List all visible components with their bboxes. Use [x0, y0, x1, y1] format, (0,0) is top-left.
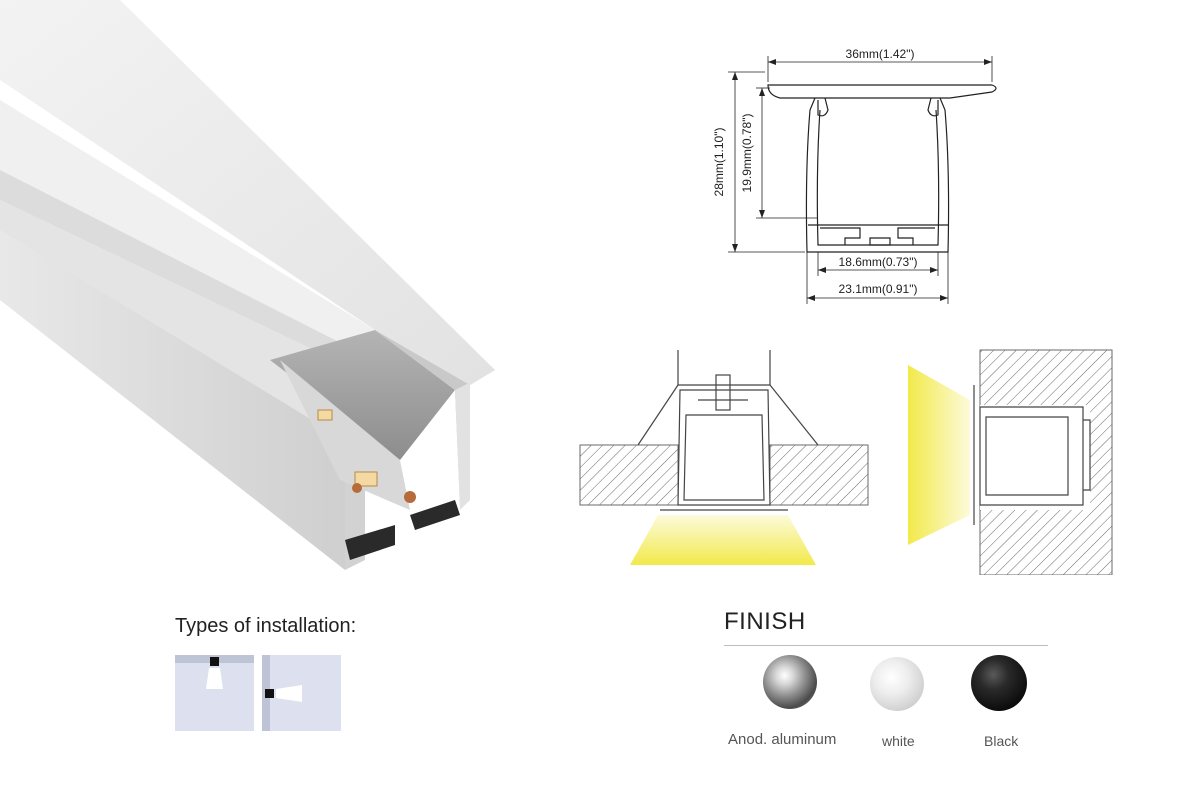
- dim-height-inner: 19.9mm(0.78"): [740, 114, 754, 193]
- dim-height-total: 28mm(1.10"): [712, 128, 726, 197]
- ceiling-recessed-icon: [175, 655, 254, 731]
- dimension-drawing: 36mm(1.42") 28mm(1.10") 19.9mm(0.78") 18…: [712, 47, 997, 304]
- finish-label-black: Black: [984, 733, 1019, 749]
- finish-label-aluminum: Anod. aluminum: [728, 731, 837, 748]
- finish-swatch-aluminum: [763, 655, 817, 709]
- finish-divider: [724, 645, 1048, 646]
- installation-title: Types of installation:: [175, 615, 357, 637]
- wall-recessed-icon: [262, 655, 341, 731]
- wall-install-illustration: [908, 349, 1113, 575]
- dim-width-top: 36mm(1.42"): [846, 47, 915, 61]
- finish-swatch-black: [971, 655, 1027, 711]
- ceiling-install-illustration: [579, 350, 869, 565]
- finish-label-white: white: [882, 733, 915, 749]
- dim-width-inner: 18.6mm(0.73"): [839, 255, 918, 269]
- dim-width-outer: 23.1mm(0.91"): [839, 282, 918, 296]
- product-photo: [0, 0, 495, 570]
- finish-title: FINISH: [724, 608, 806, 635]
- finish-swatch-white: [870, 657, 924, 711]
